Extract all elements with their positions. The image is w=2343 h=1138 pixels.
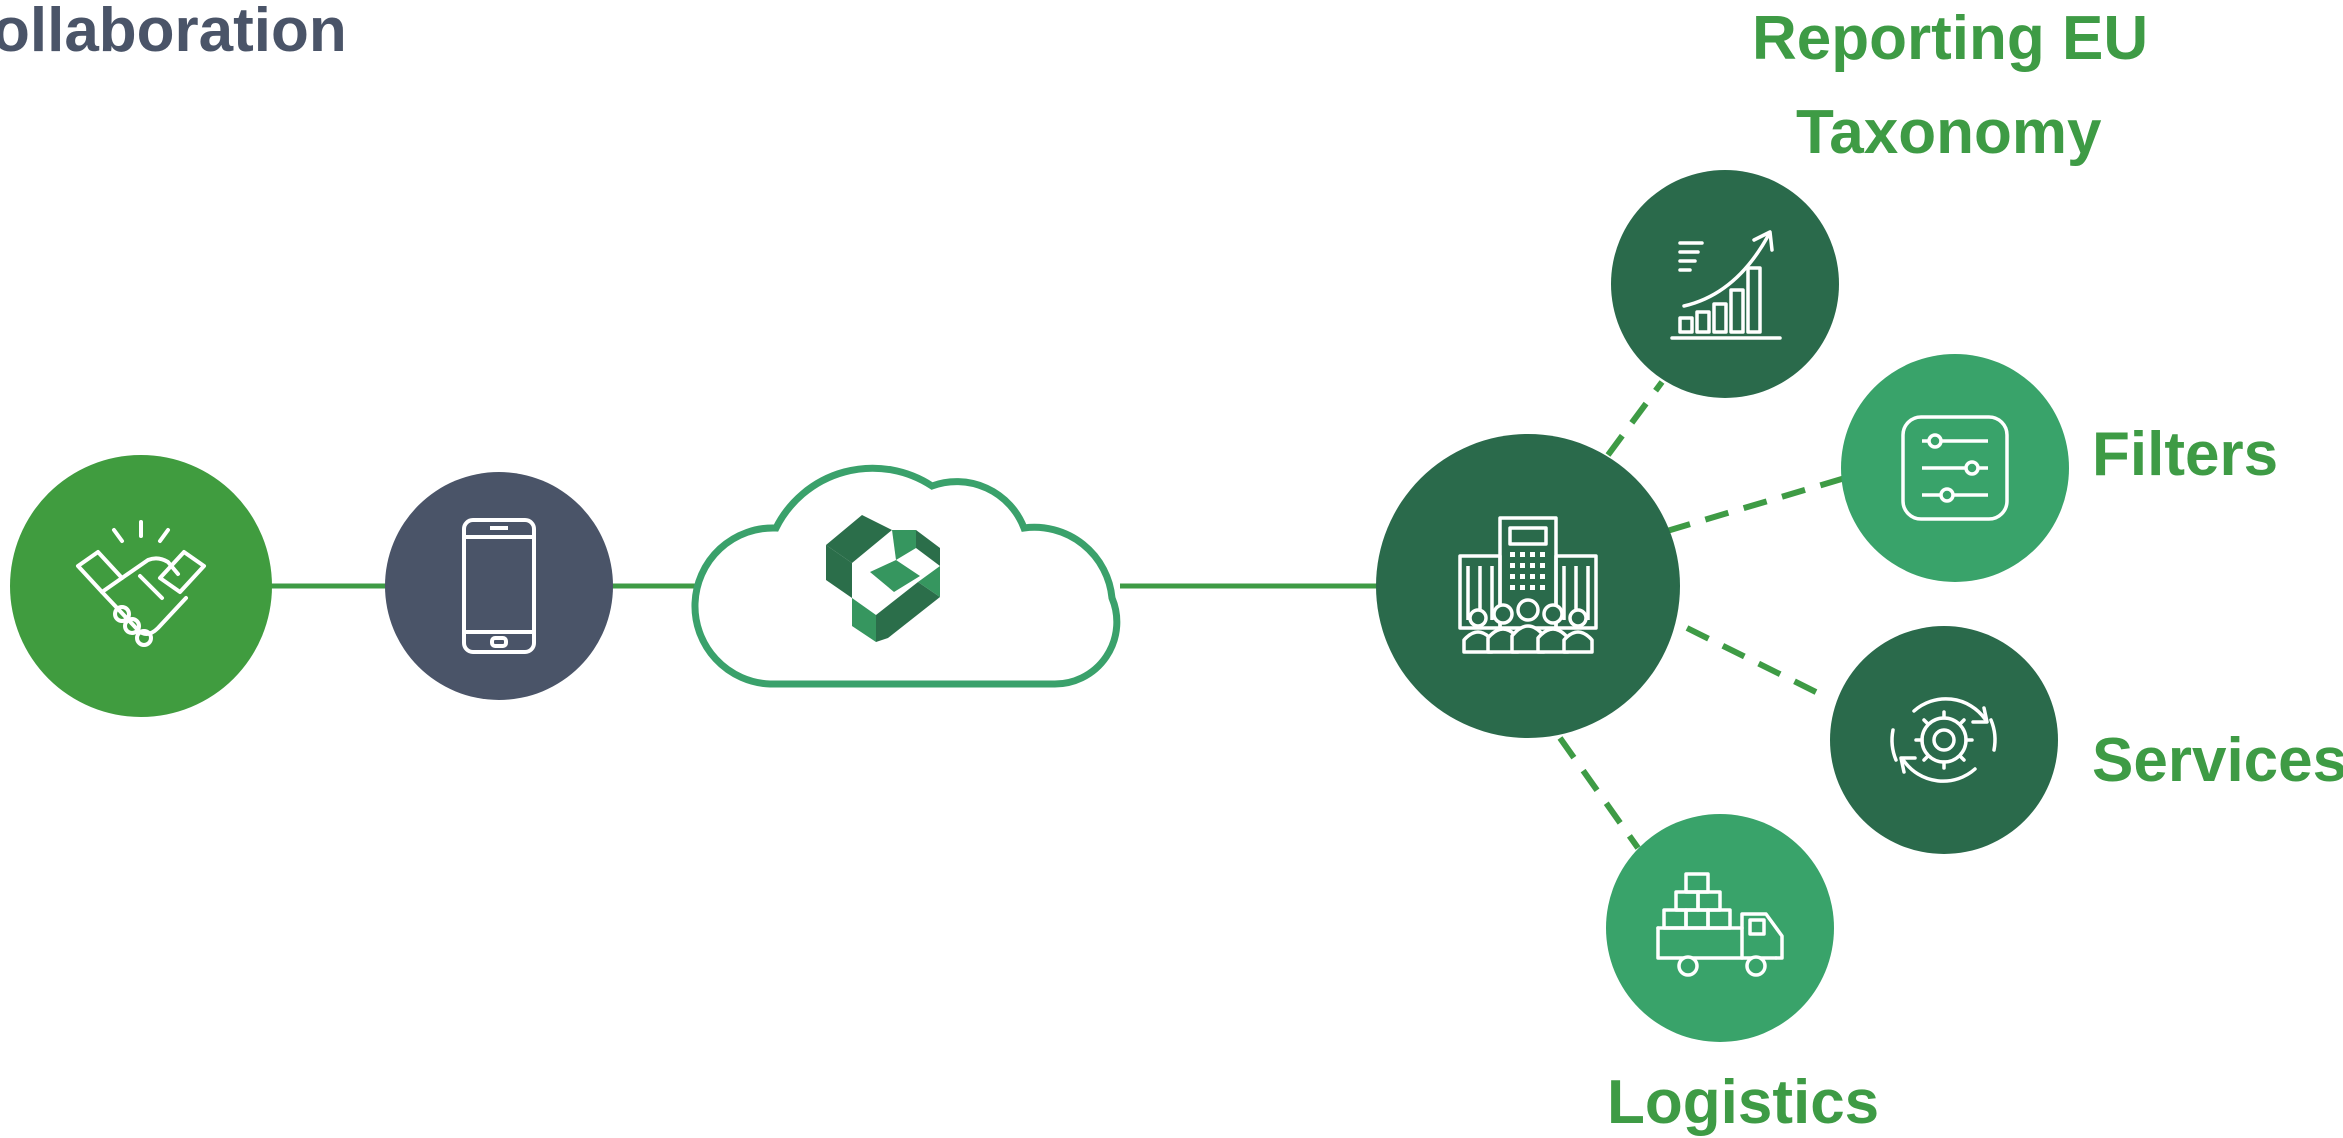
dashed-connector-reporting xyxy=(1605,380,1665,457)
reporting-label-line2: Taxonomy xyxy=(1796,98,2102,167)
dashed-connector-logistics xyxy=(1557,736,1641,850)
reporting-label-line1: Reporting EU xyxy=(1752,4,2149,73)
gear-cycle-icon xyxy=(1890,697,1997,783)
cloud-node xyxy=(691,464,1121,688)
services-label: Services xyxy=(2092,726,2343,795)
logistics-node xyxy=(1606,814,1834,1042)
services-node xyxy=(1830,626,2058,854)
office-building-people-icon xyxy=(1458,516,1598,654)
filters-node xyxy=(1841,354,2069,582)
filters-label: Filters xyxy=(2092,420,2279,489)
handshake-node xyxy=(10,455,272,717)
reporting-node xyxy=(1611,170,1839,398)
growth-chart-icon xyxy=(1670,230,1782,340)
logistics-label: Logistics xyxy=(1607,1068,1880,1137)
cloud-logo-icon xyxy=(826,515,940,642)
dashed-connector-services xyxy=(1685,625,1828,700)
sliders-icon xyxy=(1901,415,2009,521)
smartphone-icon xyxy=(462,518,536,654)
hub-node xyxy=(1376,434,1680,738)
dashed-connector-filters xyxy=(1666,475,1846,534)
phone-node xyxy=(385,472,613,700)
delivery-truck-icon xyxy=(1656,872,1784,977)
page-title: ollaboration xyxy=(0,0,347,65)
handshake-icon xyxy=(76,520,206,647)
